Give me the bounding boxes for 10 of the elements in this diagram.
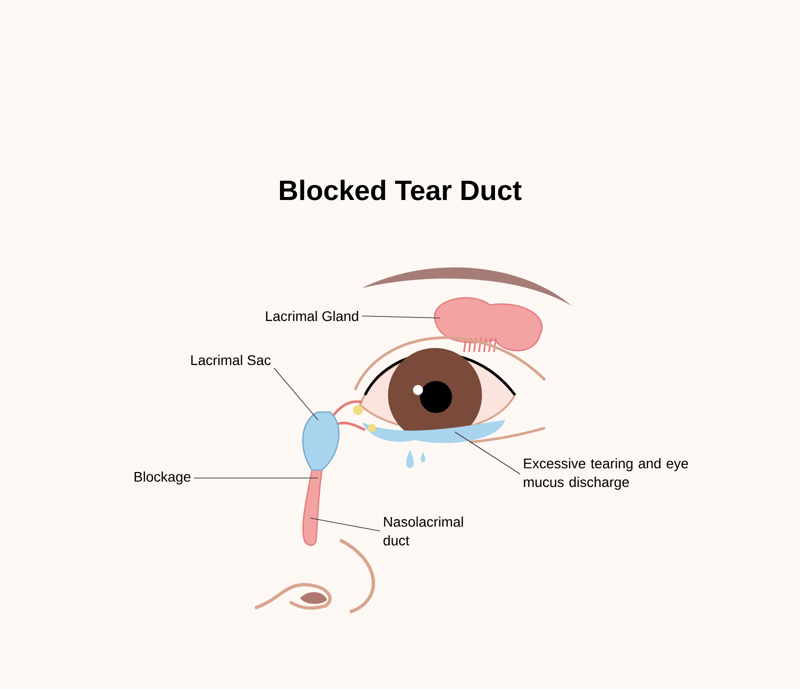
- leader-line: [362, 316, 440, 318]
- part-label: Nasolacrimal duct: [384, 516, 463, 546]
- title: Blocked Tear Duct: [280, 180, 522, 200]
- leader-line: [310, 518, 380, 532]
- part-label: Lacrimal Sac: [191, 354, 271, 366]
- leader-line: [274, 368, 318, 420]
- part-label: Lacrimal Gland: [266, 310, 358, 322]
- part-label: Excessive tearing and eye mucus discharge: [524, 458, 688, 490]
- leader-line: [454, 432, 520, 474]
- part-label: Blockage: [134, 471, 190, 485]
